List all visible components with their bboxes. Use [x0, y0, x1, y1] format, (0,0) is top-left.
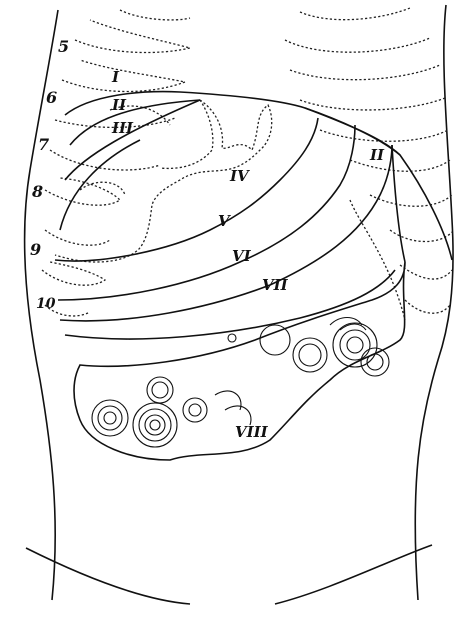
- rib-right-11: [350, 200, 405, 320]
- rib-right-2: [285, 38, 430, 52]
- rib-right-3: [290, 65, 440, 80]
- navel: [228, 334, 236, 342]
- rib-label-6: 6: [46, 88, 57, 107]
- rib-right-7: [370, 195, 452, 206]
- right-ribs: [285, 8, 452, 320]
- right-flank-line: [392, 145, 405, 262]
- rib-left-2: [75, 20, 190, 53]
- label-II-right: II: [369, 146, 385, 164]
- left-groin-curve: [26, 548, 190, 604]
- rib-label-5: 5: [58, 37, 69, 56]
- line-V: [55, 118, 318, 261]
- rib-left-7: [45, 230, 110, 245]
- rib-left-8: [42, 262, 105, 285]
- rib-left-11: [80, 182, 125, 195]
- rib-right-6: [350, 160, 450, 171]
- label-III: III: [111, 119, 134, 137]
- rib-label-8: 8: [31, 182, 43, 201]
- rib-right-5: [320, 130, 448, 141]
- label-VII: VII: [262, 276, 289, 294]
- right-groin-curve: [275, 545, 432, 604]
- line-VII-lower: [65, 270, 395, 339]
- rib-left-1: [120, 10, 190, 20]
- label-II: II: [111, 96, 127, 114]
- rib-right-9: [400, 265, 452, 279]
- label-I: I: [111, 68, 120, 86]
- right-body-edge: [415, 5, 453, 600]
- label-VI: VI: [232, 247, 252, 265]
- rib-label-9: 9: [30, 240, 41, 259]
- label-V: V: [218, 212, 231, 230]
- rib-number-labels: 5 6 7 8 9 10: [30, 37, 69, 312]
- torso-outline: [25, 5, 454, 604]
- rib-left-3: [62, 60, 185, 92]
- rib-left-5: [50, 150, 160, 170]
- line-II-right: [305, 108, 452, 260]
- rib-left-6: [45, 178, 120, 205]
- liver-lobe-outline: [160, 100, 213, 168]
- label-VIII: VIII: [235, 423, 269, 441]
- rib-right-1: [300, 8, 410, 20]
- line-VII: [60, 145, 392, 321]
- rib-right-10: [405, 300, 450, 313]
- line-VI: [58, 125, 355, 300]
- rib-right-4: [300, 98, 445, 110]
- rib-label-7: 7: [38, 135, 49, 154]
- rib-label-10: 10: [36, 296, 56, 312]
- line-IV: [60, 140, 140, 230]
- line-II-left: [70, 100, 200, 145]
- label-IV: IV: [229, 167, 250, 185]
